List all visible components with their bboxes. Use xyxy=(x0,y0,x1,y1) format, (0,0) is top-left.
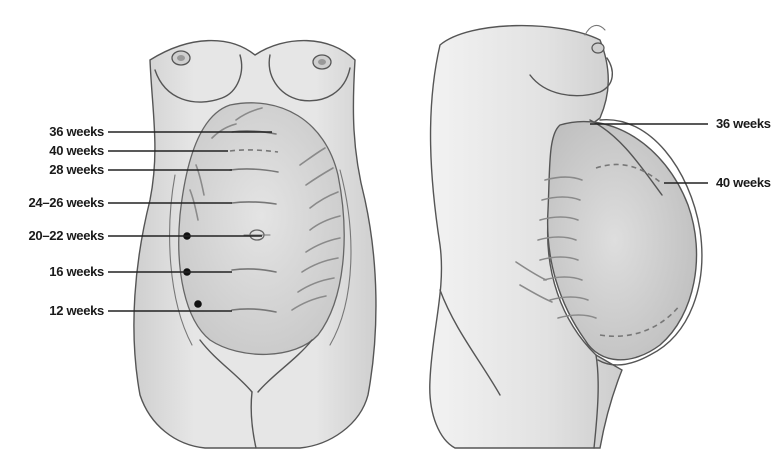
marker-12-weeks xyxy=(194,300,202,308)
label-40-weeks-front: 40 weeks xyxy=(49,143,104,158)
front-view: 36 weeks 40 weeks 28 weeks 24–26 weeks 2… xyxy=(29,41,376,448)
label-28-weeks: 28 weeks xyxy=(49,162,104,177)
label-40-weeks-side: 40 weeks xyxy=(716,175,771,190)
label-24-26-weeks: 24–26 weeks xyxy=(29,195,105,210)
label-36-weeks-side: 36 weeks xyxy=(716,116,771,131)
label-16-weeks: 16 weeks xyxy=(49,264,104,279)
side-view: 36 weeks 40 weeks xyxy=(430,25,771,448)
label-20-22-weeks: 20–22 weeks xyxy=(29,228,105,243)
label-12-weeks: 12 weeks xyxy=(49,303,104,318)
label-36-weeks-front: 36 weeks xyxy=(49,124,104,139)
front-belly xyxy=(179,103,344,355)
